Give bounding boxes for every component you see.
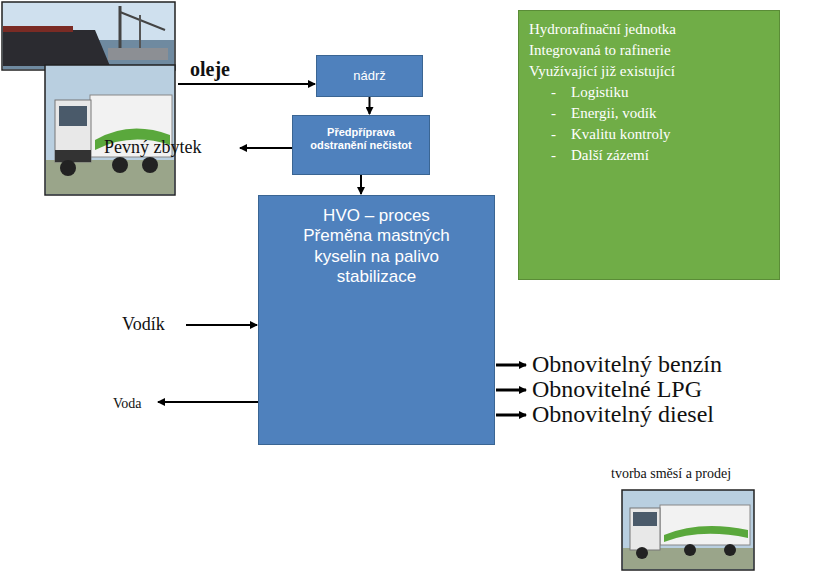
product-label: Obnovitelné LPG [532, 376, 702, 403]
info-line: Využívající již existující [529, 61, 769, 82]
flow-arrow [369, 97, 371, 114]
list-item: - Další zázemí [529, 145, 769, 166]
flow-arrow [360, 175, 362, 194]
info-box: Hydrorafinační jednotkaIntegrovaná to ra… [518, 10, 780, 280]
info-line: Hydrorafinační jednotka [529, 19, 769, 40]
ship-photo [2, 2, 175, 70]
tank-box: nádrž [316, 55, 423, 97]
pretreatment-box: Předpříprava odstranění nečistot [292, 115, 430, 175]
truck-photo [622, 490, 754, 570]
box-text: Předpříprava odstranění nečistot [299, 126, 423, 152]
box-text: HVO – proces Přeměna mastných kyselin na… [289, 206, 464, 288]
list-item: - Kvalitu kontroly [529, 124, 769, 145]
input-arrow [186, 324, 257, 326]
output-arrow [496, 389, 526, 392]
output-arrow [496, 414, 526, 417]
box-text: nádrž [353, 68, 386, 84]
product-label: Obnovitelný diesel [532, 401, 714, 428]
note-label: tvorba směsí a prodej [611, 466, 731, 482]
output-arrow [240, 147, 292, 149]
output-arrow [496, 364, 526, 367]
product-label: Obnovitelný benzín [532, 351, 722, 378]
output-arrow [158, 401, 258, 403]
list-item: - Energii, vodík [529, 103, 769, 124]
output-label: Pevný zbytek [104, 137, 201, 158]
info-line: Integrovaná to rafinerie [529, 40, 769, 61]
flow-label: oleje [190, 58, 230, 81]
list-item: - Logistiku [529, 82, 769, 103]
output-label: Voda [113, 396, 142, 412]
process-box: HVO – proces Přeměna mastných kyselin na… [258, 195, 495, 445]
truck-photo [45, 65, 175, 195]
input-arrow [178, 83, 315, 85]
input-label: Vodík [122, 314, 165, 335]
